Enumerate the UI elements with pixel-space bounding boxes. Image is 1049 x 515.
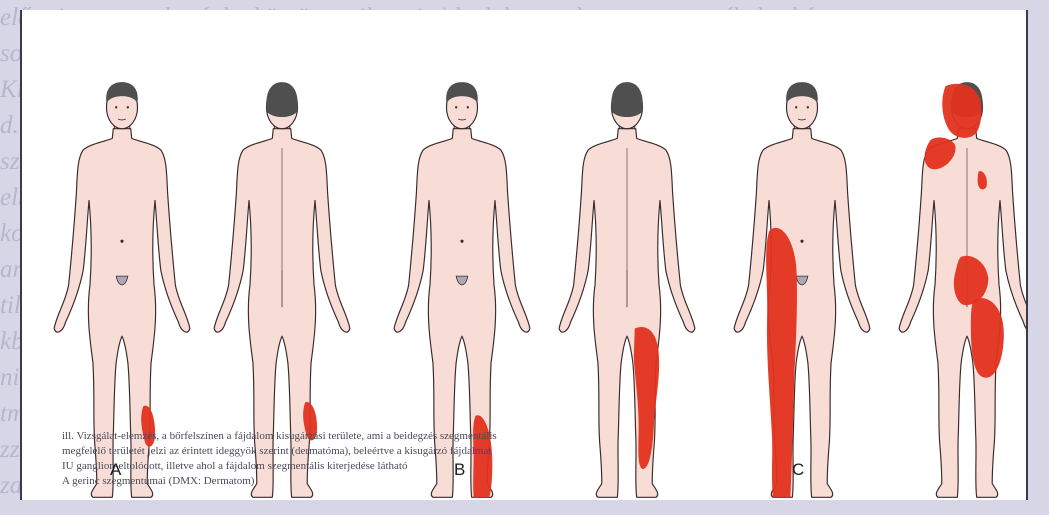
eye bbox=[115, 106, 117, 108]
navel bbox=[800, 240, 803, 243]
navel bbox=[120, 240, 123, 243]
eye bbox=[455, 106, 457, 108]
panel-label-b: B bbox=[454, 460, 465, 480]
panel-label-c: C bbox=[792, 460, 804, 480]
eye bbox=[467, 106, 469, 108]
eye bbox=[795, 106, 797, 108]
caption-line: A gerinc szegmentumai (DMX: Dermatom) bbox=[62, 475, 1022, 487]
body-figures-diagram bbox=[22, 10, 1028, 500]
pain-region bbox=[942, 84, 981, 138]
panel-label-a: A bbox=[110, 460, 121, 480]
hair bbox=[611, 82, 643, 117]
eye bbox=[807, 106, 809, 108]
caption-line: ill. Vizsgálat-elemzés, a bőrfelszínen a… bbox=[62, 430, 1022, 442]
eye bbox=[127, 106, 129, 108]
caption-line: IU ganglion-eltolódott, illetve ahol a f… bbox=[62, 460, 1022, 472]
hair bbox=[266, 82, 298, 117]
navel bbox=[460, 240, 463, 243]
figure-panel: ill. Vizsgálat-elemzés, a bőrfelszínen a… bbox=[20, 10, 1028, 500]
caption-line: megfelelő területét jelzi az érintett id… bbox=[62, 445, 1022, 457]
